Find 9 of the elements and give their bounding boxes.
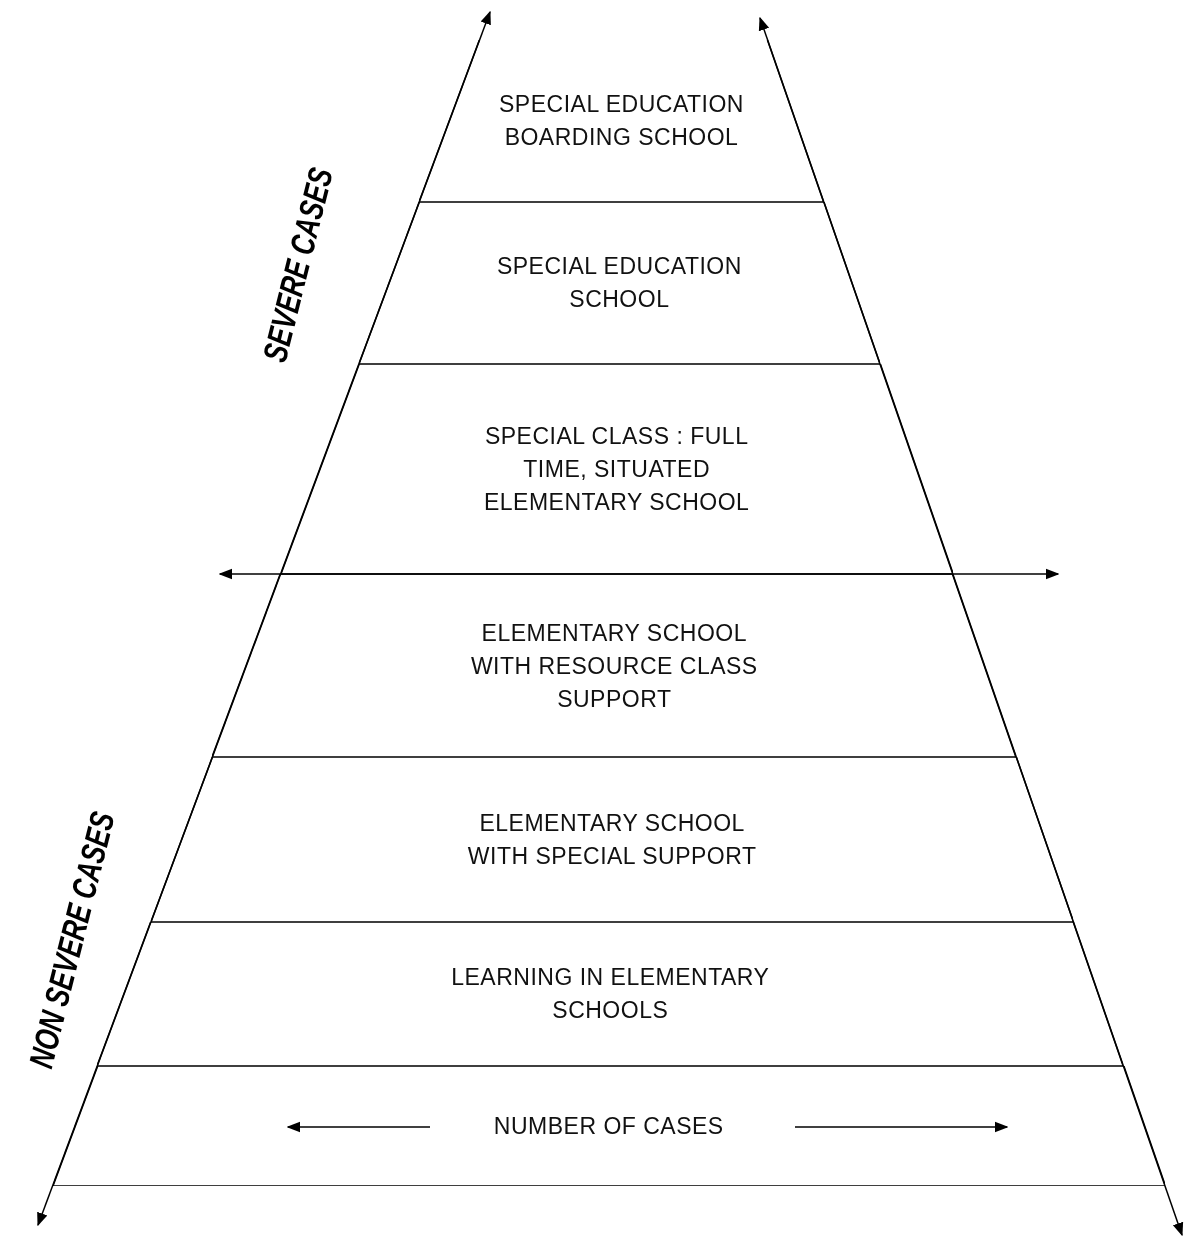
side-label: SEVERE CASES (255, 164, 341, 366)
tier-label: ELEMENTARY SCHOOL WITH SPECIAL SUPPORT (466, 808, 758, 871)
tier-label: NUMBER OF CASES (492, 1111, 725, 1141)
tier-label: ELEMENTARY SCHOOL WITH RESOURCE CLASS SUPPORT (469, 618, 759, 713)
tier-label: SPECIAL EDUCATION SCHOOL (495, 252, 743, 314)
side-label: NON SEVERE CASES (21, 808, 123, 1072)
tier-label: SPECIAL CLASS : FULL TIME, SITUATED ELEMENTARY SCHOOL (482, 421, 751, 517)
tier-label: LEARNING IN ELEMENTARY SCHOOLS (450, 963, 771, 1025)
tier-label: SPECIAL EDUCATION BOARDING SCHOOL (498, 90, 745, 152)
